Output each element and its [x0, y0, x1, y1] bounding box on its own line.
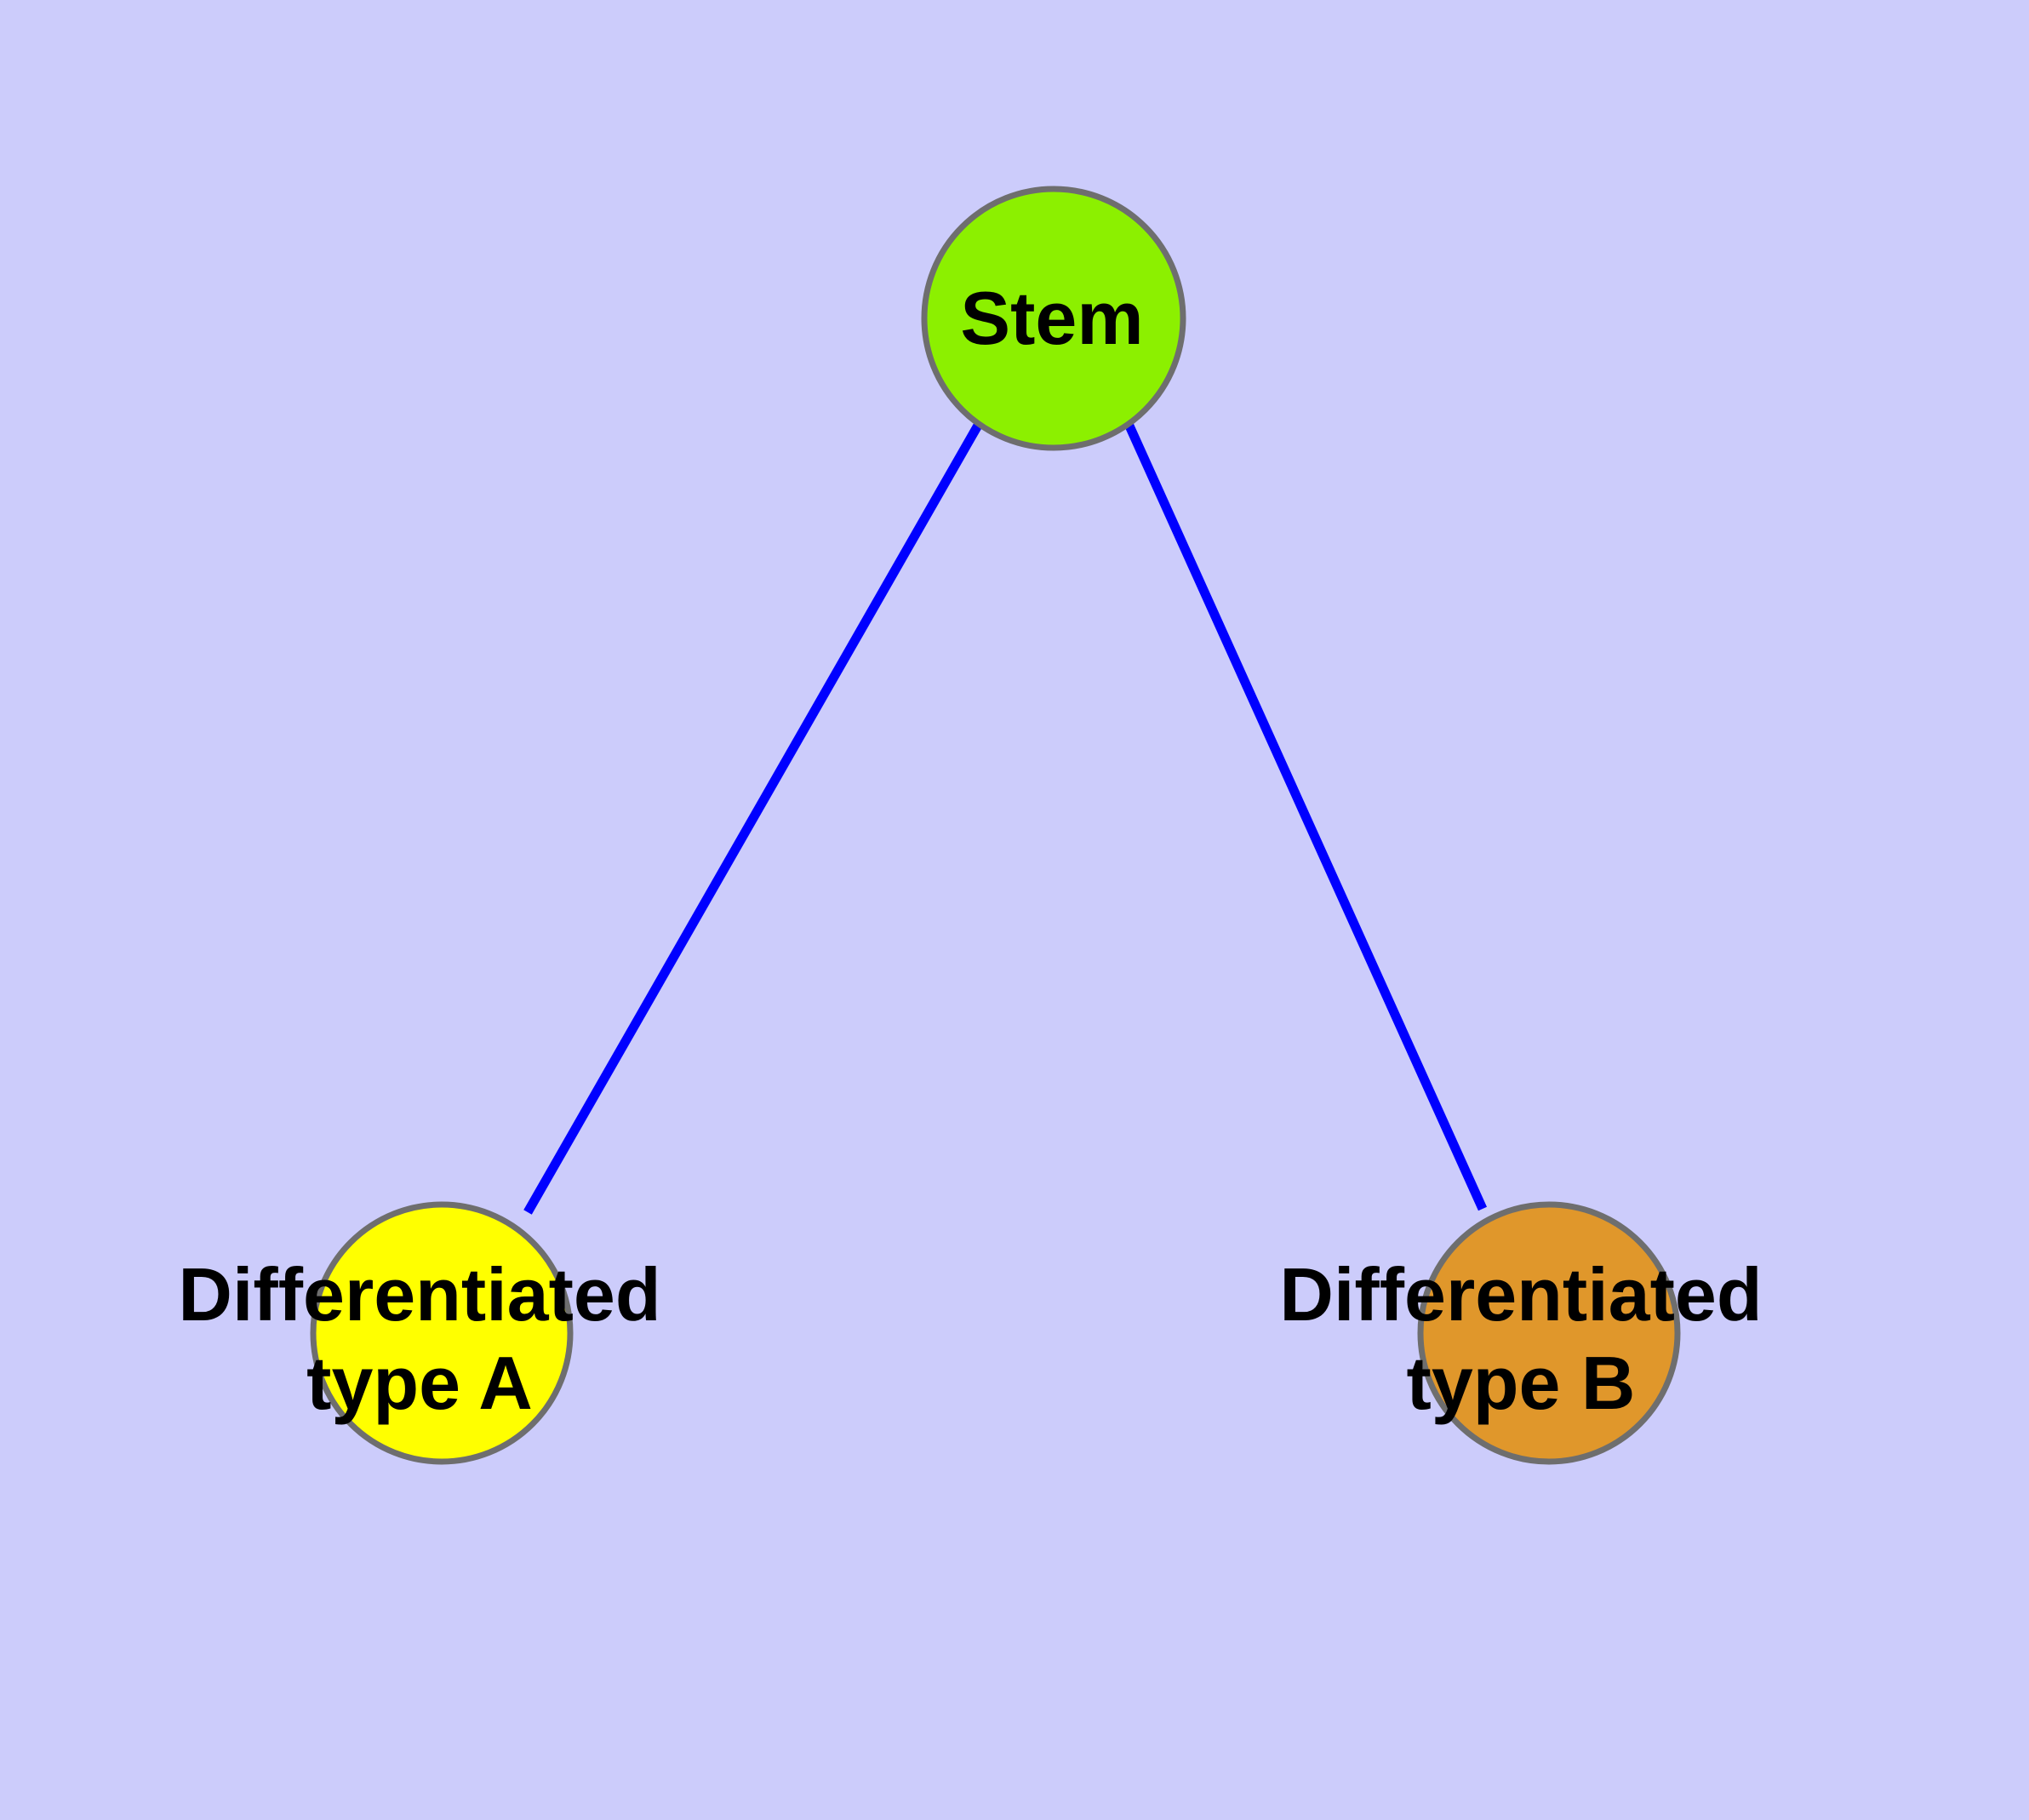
node-label-stem: Stem	[960, 276, 1143, 360]
node-stem[interactable]	[921, 186, 1186, 451]
label-line: Stem	[960, 276, 1143, 360]
edges-group	[523, 421, 1488, 1215]
label-line: Differentiated	[178, 1252, 660, 1336]
node-differentiated-type-a[interactable]	[310, 1201, 574, 1465]
label-line: Differentiated	[1279, 1252, 1762, 1336]
edge-stem-to-differentiated-type-a	[523, 421, 983, 1215]
edge-stem-to-differentiated-type-b	[1123, 421, 1488, 1211]
label-line: type B	[1407, 1341, 1636, 1425]
nodes-group	[310, 186, 1681, 1465]
label-line: type A	[306, 1341, 533, 1425]
node-differentiated-type-b[interactable]	[1417, 1201, 1681, 1465]
